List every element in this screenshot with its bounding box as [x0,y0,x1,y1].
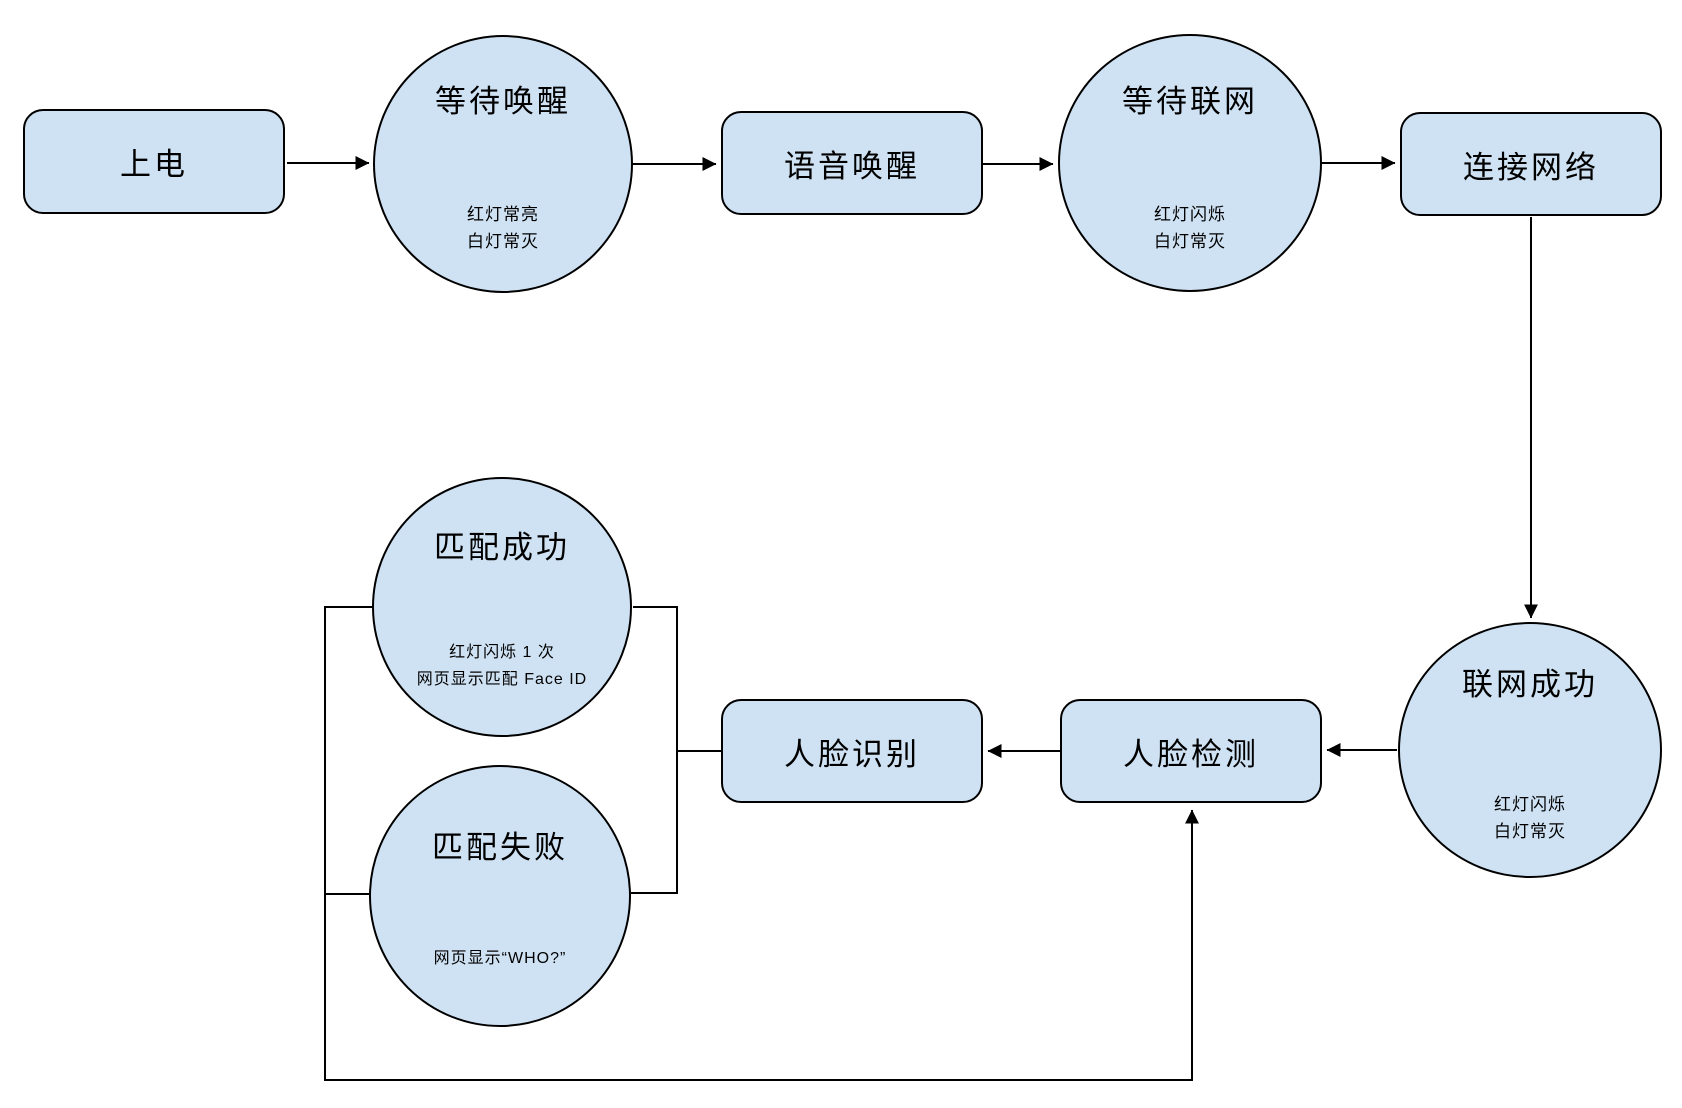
node-match-fail: 匹配失败 网页显示“WHO?” [369,765,631,1027]
node-wait-network: 等待联网 红灯闪烁 白灯常灭 [1058,34,1322,292]
edge-matchsuccess-loop [324,606,1199,1081]
edge-branch-bracket [631,606,678,894]
node-network-success: 联网成功 红灯闪烁 白灯常灭 [1398,622,1662,878]
node-network-success-note: 红灯闪烁 白灯常灭 [1494,795,1566,841]
node-face-detect: 人脸检测 [1060,699,1322,803]
node-wait-wake-label: 等待唤醒 [435,84,571,119]
node-match-fail-label: 匹配失败 [432,830,568,865]
node-wait-network-note: 红灯闪烁 白灯常灭 [1154,205,1226,251]
node-wait-network-label: 等待联网 [1122,84,1258,119]
node-connect-network: 连接网络 [1400,112,1662,216]
node-wait-wake-note: 红灯常亮 白灯常灭 [467,205,539,251]
node-match-success: 匹配成功 红灯闪烁 1 次 网页显示匹配 Face ID [372,477,632,737]
node-match-success-note: 红灯闪烁 1 次 网页显示匹配 Face ID [416,644,588,688]
node-network-success-label: 联网成功 [1462,667,1598,702]
node-face-recognize: 人脸识别 [721,699,983,803]
node-voice-wake: 语音唤醒 [721,111,983,215]
node-match-success-label: 匹配成功 [434,530,570,565]
node-power-on: 上电 [23,109,285,214]
node-power-on-label: 上电 [120,147,188,182]
node-match-fail-note: 网页显示“WHO?” [433,950,567,967]
node-voice-wake-label: 语音唤醒 [784,148,920,184]
node-face-recognize-label: 人脸识别 [784,736,920,772]
node-face-detect-label: 人脸检测 [1123,736,1259,772]
node-wait-wake: 等待唤醒 红灯常亮 白灯常灭 [373,35,633,293]
node-connect-network-label: 连接网络 [1463,149,1599,185]
